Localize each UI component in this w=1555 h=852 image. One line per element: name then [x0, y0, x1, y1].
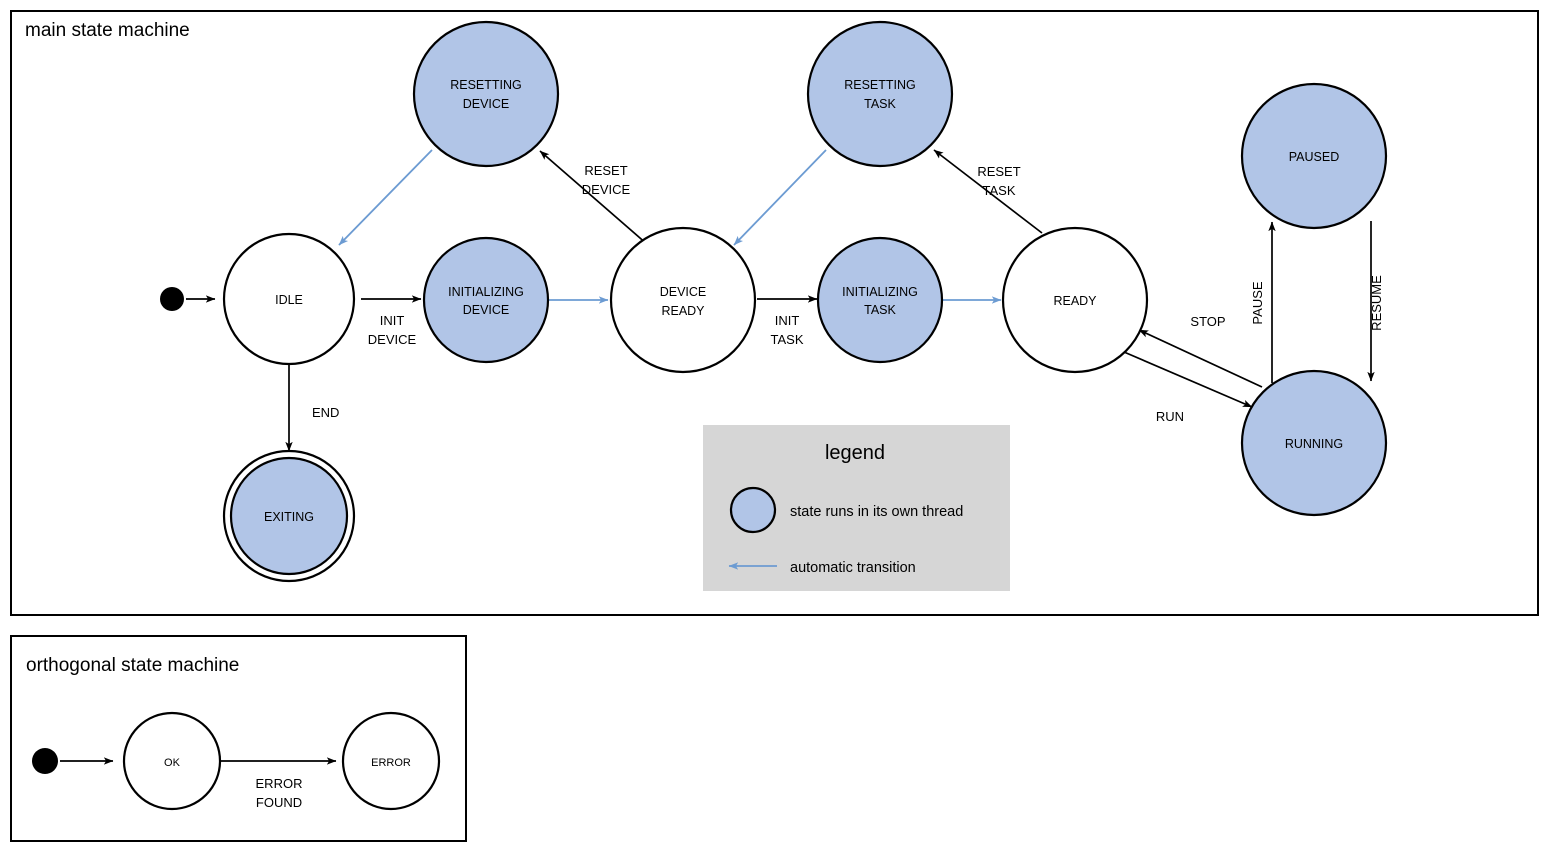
- edge-label-run: RUN: [1156, 409, 1184, 424]
- state-label-running: RUNNING: [1285, 437, 1343, 451]
- state-label-idle: IDLE: [275, 293, 303, 307]
- edge-label-resume: RESUME: [1369, 275, 1384, 331]
- state-node-idle[interactable]: IDLE: [222, 232, 356, 366]
- edge-reset-device-idle: [338, 149, 433, 246]
- state-node-paused[interactable]: PAUSED: [1240, 82, 1388, 230]
- state-node-ok[interactable]: OK: [122, 711, 222, 811]
- state-node-ready[interactable]: READY: [1001, 226, 1149, 374]
- legend-thread-swatch-icon: [729, 486, 777, 534]
- edge-label-reset-task-line1: RESET: [977, 164, 1020, 179]
- state-label-device-ready-line2: READY: [661, 304, 705, 318]
- edge-label-error-found-line2: FOUND: [256, 795, 302, 810]
- edge-ready-run-running: [1123, 351, 1253, 408]
- state-label-initializing-device-line2: DEVICE: [463, 303, 510, 317]
- edge-label-reset-task-line2: TASK: [983, 183, 1016, 198]
- state-label-initializing-task-line1: INITIALIZING: [842, 285, 918, 299]
- state-node-running[interactable]: RUNNING: [1240, 369, 1388, 517]
- state-node-resetting-task[interactable]: RESETTING TASK: [806, 20, 954, 168]
- state-node-resetting-device[interactable]: RESETTING DEVICE: [412, 20, 560, 168]
- state-node-error[interactable]: ERROR: [341, 711, 441, 811]
- state-node-initializing-device[interactable]: INITIALIZING DEVICE: [422, 236, 550, 364]
- state-label-paused: PAUSED: [1289, 150, 1339, 164]
- main-frame-title: main state machine: [25, 20, 190, 41]
- orthogonal-initial-state-dot: [32, 748, 58, 774]
- edge-device-ready-reset-device: [539, 150, 649, 246]
- state-label-resetting-device-line1: RESETTING: [450, 78, 522, 92]
- state-label-resetting-device-line2: DEVICE: [463, 97, 510, 111]
- edge-label-pause: PAUSE: [1250, 281, 1265, 324]
- state-node-exiting[interactable]: EXITING: [222, 449, 356, 583]
- edge-label-init-device-line1: INIT: [380, 313, 405, 328]
- state-label-error: ERROR: [371, 757, 411, 769]
- legend-title: legend: [825, 442, 885, 464]
- orthogonal-frame-border: [10, 635, 467, 842]
- edge-reset-task-device-ready: [733, 149, 827, 246]
- state-label-initializing-device-line1: INITIALIZING: [448, 285, 524, 299]
- legend-item-auto-label: automatic transition: [790, 560, 916, 576]
- edge-ready-reset-task: [933, 149, 1043, 234]
- state-label-device-ready-line1: DEVICE: [660, 285, 707, 299]
- state-label-ok: OK: [164, 757, 181, 769]
- main-frame-border: [10, 10, 1539, 616]
- edge-label-end: END: [312, 405, 339, 420]
- orthogonal-frame-title: orthogonal state machine: [26, 655, 239, 676]
- edge-label-init-device-line2: DEVICE: [368, 332, 417, 347]
- edge-label-init-task-line2: TASK: [771, 332, 804, 347]
- edge-label-error-found-line1: ERROR: [256, 776, 303, 791]
- state-node-device-ready[interactable]: DEVICE READY: [609, 226, 757, 374]
- state-label-initializing-task-line2: TASK: [864, 303, 896, 317]
- edge-label-reset-device-line1: RESET: [584, 163, 627, 178]
- legend-panel: legend state runs in its own thread auto…: [703, 425, 1010, 591]
- state-label-resetting-task-line2: TASK: [864, 97, 896, 111]
- state-label-ready: READY: [1053, 294, 1097, 308]
- edge-label-stop: STOP: [1190, 314, 1225, 329]
- state-label-resetting-task-line1: RESETTING: [844, 78, 916, 92]
- legend-item-thread-label: state runs in its own thread: [790, 504, 963, 520]
- state-node-initializing-task[interactable]: INITIALIZING TASK: [816, 236, 944, 364]
- edge-label-reset-device-line2: DEVICE: [582, 182, 631, 197]
- edge-label-init-task-line1: INIT: [775, 313, 800, 328]
- state-label-exiting: EXITING: [264, 510, 314, 524]
- initial-state-dot: [160, 287, 184, 311]
- edge-running-stop-ready: [1138, 329, 1263, 388]
